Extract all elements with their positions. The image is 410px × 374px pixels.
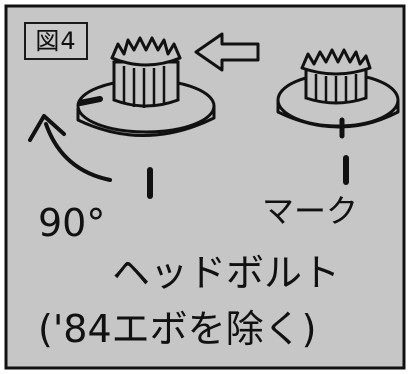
bolt-right [276, 48, 400, 139]
direction-arrow [194, 32, 260, 72]
bolt-left-head [112, 60, 180, 108]
rotation-arrow-curve [44, 122, 112, 182]
mark-label: マーク [262, 192, 358, 230]
figure-label: 図4 [24, 22, 88, 60]
bolt-left-mark [77, 96, 103, 106]
bolt-right-serrations [314, 74, 358, 104]
bolt-right-head-top [300, 48, 372, 76]
caption-line-1: ヘッドボルト [112, 251, 340, 295]
bolt-left [76, 36, 216, 137]
bolt-left-head-top [110, 36, 182, 67]
rotation-arrow-head [28, 114, 66, 142]
angle-label: 90° [38, 201, 105, 245]
bolt-left-serrations [122, 66, 166, 108]
rotation-arrow [28, 114, 112, 182]
caption-line-2: ('84エボを除く) [38, 307, 316, 351]
